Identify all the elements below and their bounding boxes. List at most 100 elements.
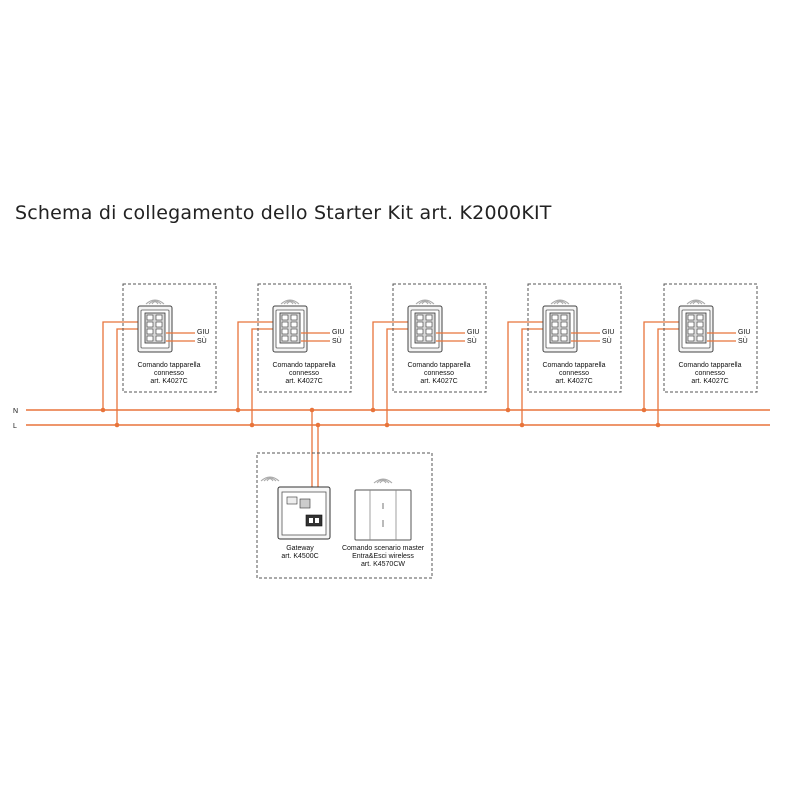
terminal-screw xyxy=(696,321,704,328)
module-caption-line3: art. K4027C xyxy=(420,378,457,385)
feed-neutral xyxy=(643,321,690,410)
wifi-arc xyxy=(421,301,429,305)
terminal-screw xyxy=(560,321,568,328)
terminal-screw xyxy=(551,328,559,335)
module-frame xyxy=(527,283,622,393)
terminal-screw xyxy=(425,314,433,321)
label-down: GIU xyxy=(332,329,344,336)
gateway-caption-line2: art. K4500C xyxy=(281,553,318,560)
wifi-arc xyxy=(283,300,297,305)
wifi-arc xyxy=(686,299,706,305)
feed-neutral xyxy=(102,321,149,410)
gateway-chip xyxy=(299,498,311,509)
wifi-icon xyxy=(686,299,706,305)
terminal-screw xyxy=(155,335,163,342)
module-frame xyxy=(257,283,352,393)
module-caption-line2: connesso xyxy=(559,370,589,377)
terminal-block xyxy=(549,312,571,344)
wifi-arc xyxy=(415,299,435,305)
label-down: GIU xyxy=(602,329,614,336)
wifi-arc xyxy=(689,300,703,305)
rail-label-n: N xyxy=(13,408,18,415)
terminal-screw xyxy=(560,314,568,321)
wifi-arc xyxy=(376,479,390,484)
terminal-screw xyxy=(290,328,298,335)
label-down: GIU xyxy=(738,329,750,336)
terminal-screw xyxy=(560,328,568,335)
feed-neutral xyxy=(507,321,554,410)
label-up: SÙ xyxy=(332,336,342,345)
diagram-title: Schema di collegamento dello Starter Kit… xyxy=(15,202,552,224)
terminal-screw xyxy=(290,335,298,342)
terminal-screw xyxy=(146,328,154,335)
wifi-icon xyxy=(280,299,300,305)
wifi-arc xyxy=(260,476,280,482)
scenario-body xyxy=(354,489,412,541)
gateway-caption-line1: Gateway xyxy=(286,545,314,552)
scenario-caption-line2: Entra&Esci wireless xyxy=(352,553,414,560)
wifi-arc xyxy=(148,300,162,305)
wifi-arc xyxy=(280,299,300,305)
terminal-block xyxy=(414,312,436,344)
scenario-caption-line3: art. K4570CW xyxy=(361,561,405,568)
terminal-screw xyxy=(425,335,433,342)
label-up: SÙ xyxy=(738,336,748,345)
terminal-screw xyxy=(696,328,704,335)
terminal-screw xyxy=(687,321,695,328)
wifi-arc xyxy=(556,301,564,305)
wifi-arc xyxy=(145,299,165,305)
wifi-icon xyxy=(145,299,165,305)
bottom-frame xyxy=(256,452,433,579)
wifi-icon xyxy=(550,299,570,305)
module-caption-line2: connesso xyxy=(424,370,454,377)
terminal-screw xyxy=(155,321,163,328)
wifi-arc xyxy=(286,301,294,305)
terminal-screw xyxy=(425,328,433,335)
terminal-screw xyxy=(416,328,424,335)
terminal-screw xyxy=(425,321,433,328)
module-caption-line2: connesso xyxy=(289,370,319,377)
terminal-screw xyxy=(551,321,559,328)
scenario-caption-line1: Comando scenario master xyxy=(342,545,425,552)
terminal-block xyxy=(279,312,301,344)
terminal-screw xyxy=(416,335,424,342)
label-down: GIU xyxy=(197,329,209,336)
terminal-screw xyxy=(687,335,695,342)
module-caption-line2: connesso xyxy=(695,370,725,377)
module-frame xyxy=(392,283,487,393)
wifi-icon xyxy=(373,478,393,484)
module-caption-line1: Comando tapparella xyxy=(542,362,605,369)
terminal-screw xyxy=(146,335,154,342)
feed-neutral xyxy=(372,321,419,410)
wifi-arc xyxy=(263,477,277,482)
terminal-block xyxy=(685,312,707,344)
module-caption-line3: art. K4027C xyxy=(150,378,187,385)
wifi-arc xyxy=(373,478,393,484)
wifi-arc xyxy=(379,480,387,484)
terminal-screw xyxy=(281,335,289,342)
module-frame xyxy=(122,283,217,393)
gateway-terminal xyxy=(305,514,323,527)
terminal-screw xyxy=(155,314,163,321)
module-caption-line3: art. K4027C xyxy=(691,378,728,385)
terminal-screw xyxy=(551,335,559,342)
feed-neutral xyxy=(237,321,284,410)
terminal-screw xyxy=(696,314,704,321)
terminal-screw xyxy=(146,321,154,328)
terminal-screw xyxy=(281,328,289,335)
terminal-screw xyxy=(416,321,424,328)
label-up: SÙ xyxy=(467,336,477,345)
terminal-screw xyxy=(155,328,163,335)
wifi-icon xyxy=(415,299,435,305)
terminal-screw xyxy=(146,314,154,321)
module-caption-line2: connesso xyxy=(154,370,184,377)
